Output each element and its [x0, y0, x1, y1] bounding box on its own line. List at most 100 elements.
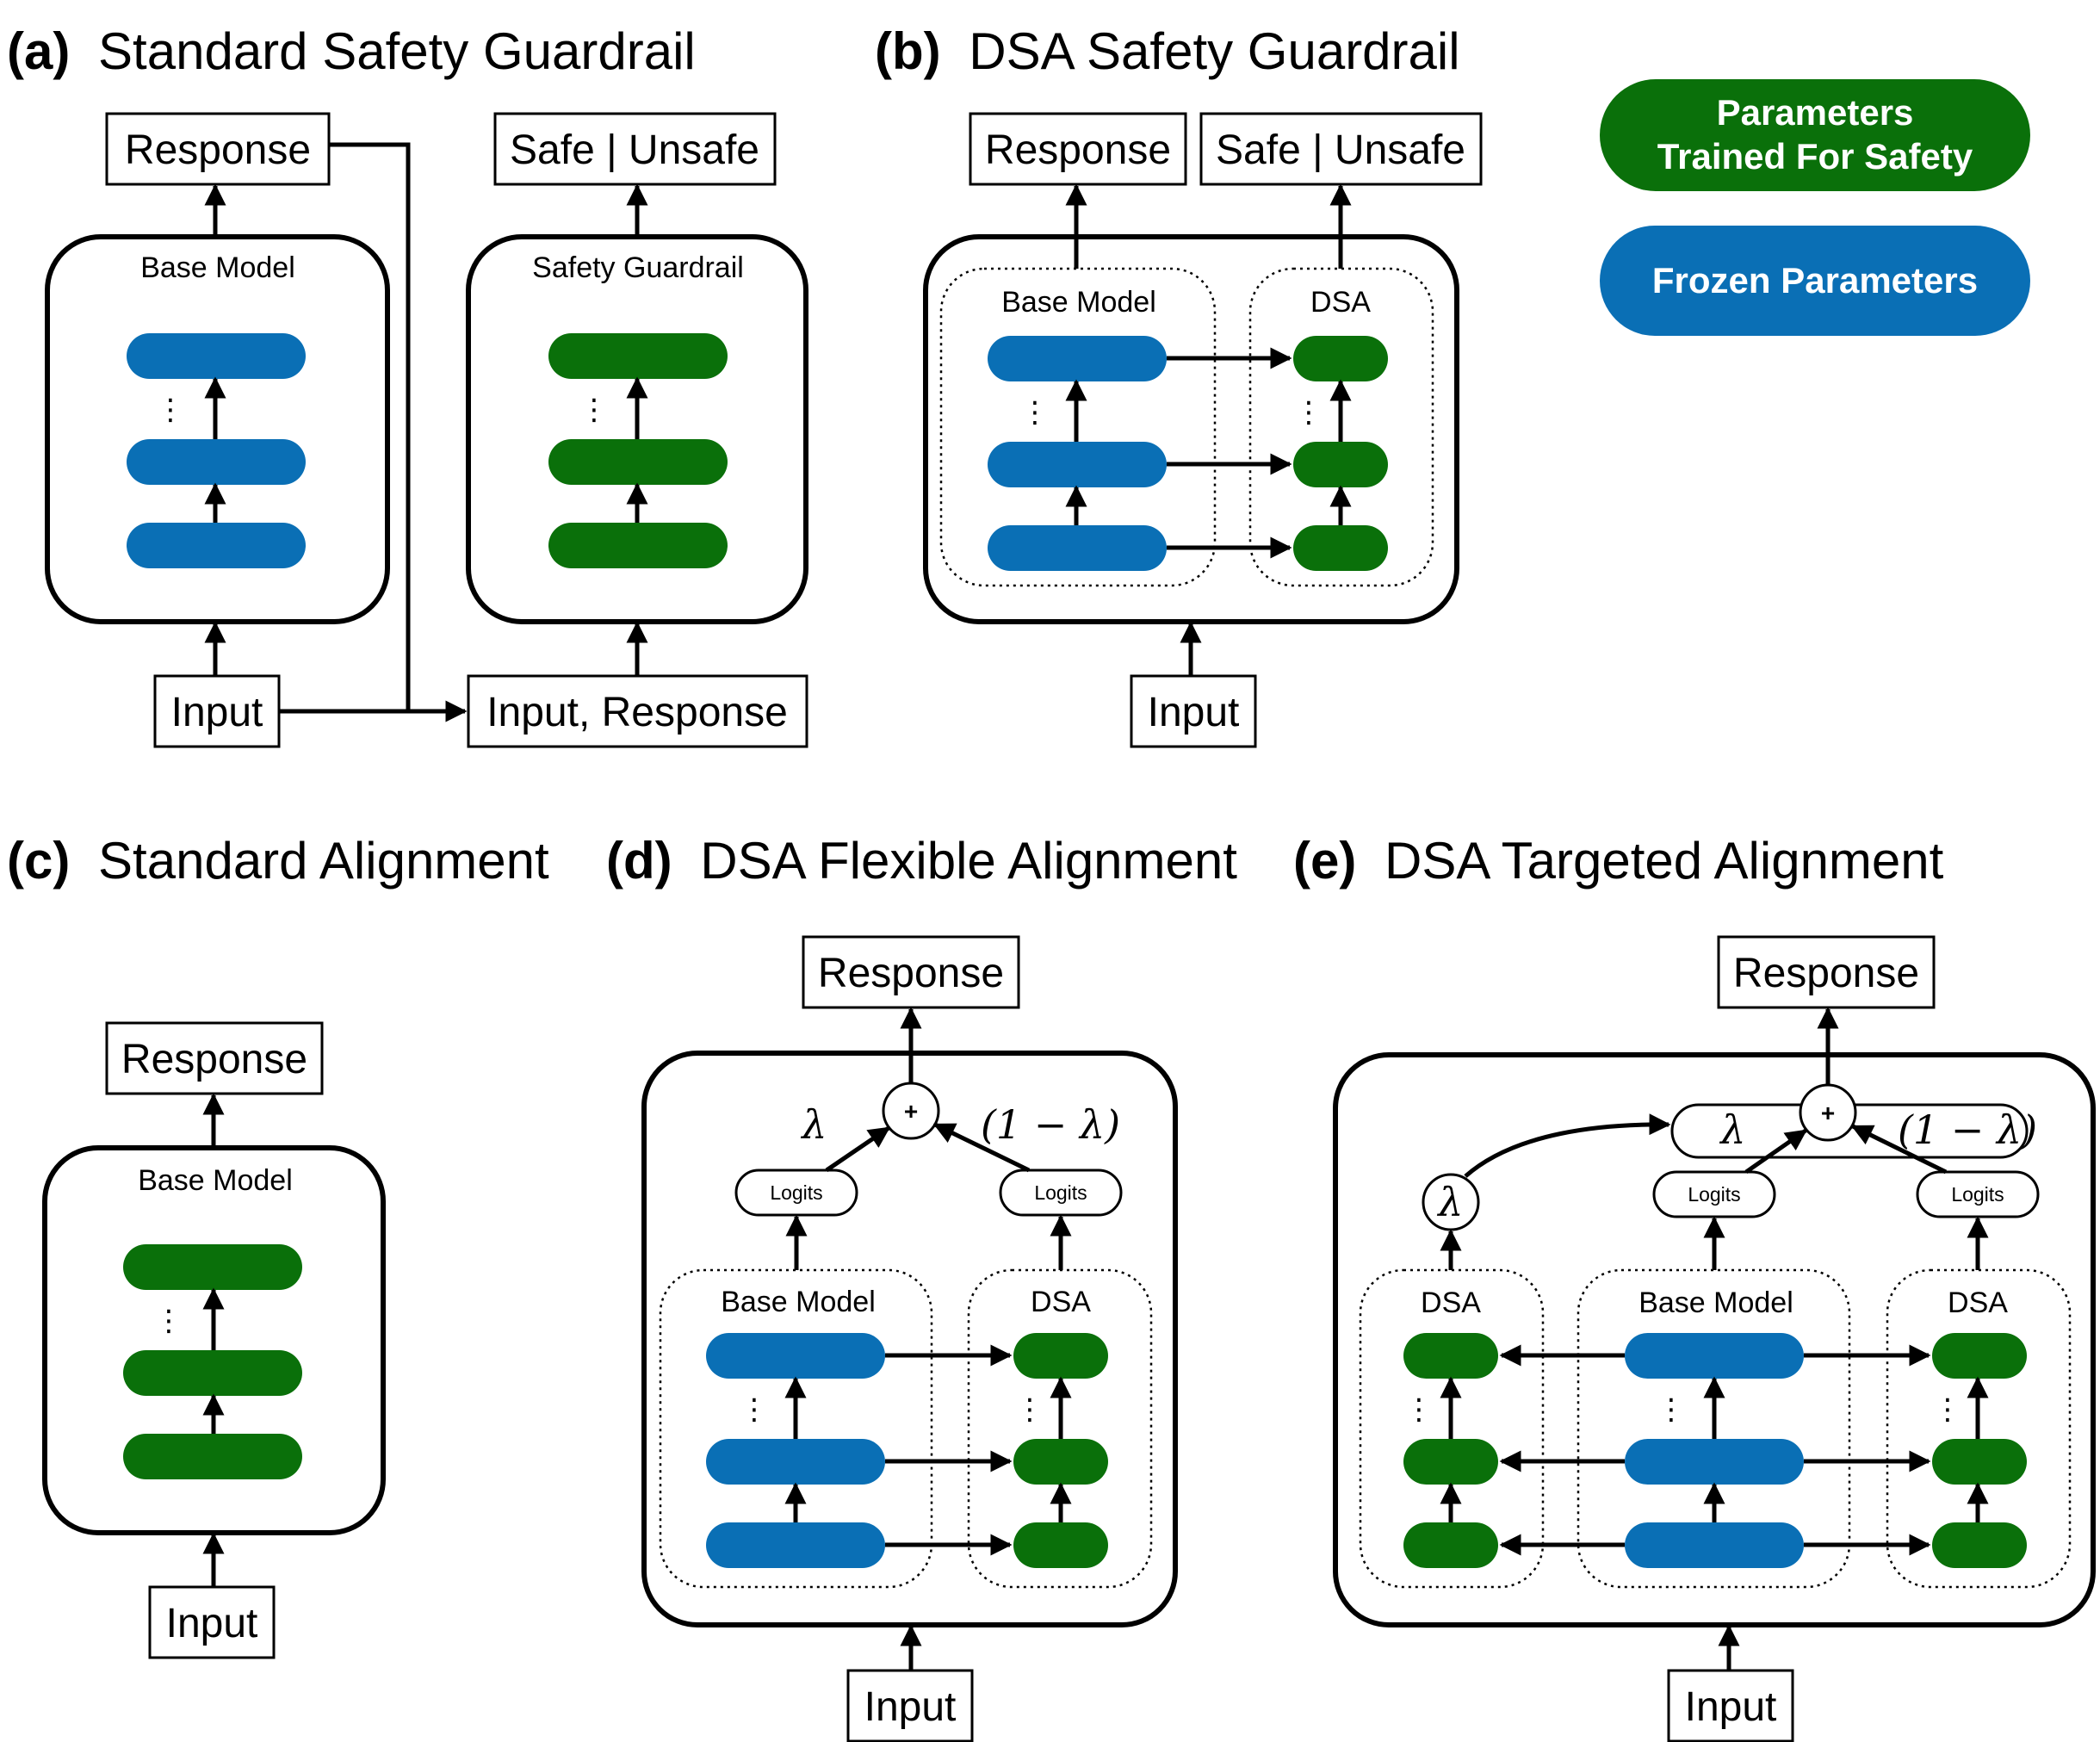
panel-e-left-dsa-vdots: ⋮	[1404, 1393, 1434, 1426]
panel-b-dsa-layer-mid	[1293, 442, 1388, 487]
panel-b-frozen-layer-top	[988, 336, 1167, 381]
panel-c-letter: (c)	[7, 832, 70, 890]
panel-a-trained-layer-mid	[548, 439, 728, 485]
panel-b-frozen-layer-bottom	[988, 525, 1167, 571]
panel-d-dsa-flexible-alignment: (d) DSA Flexible Alignment Response + λ …	[606, 832, 1237, 1742]
panel-d-lambda-weight: λ	[800, 1101, 827, 1148]
panel-a-response-label: Response	[125, 127, 311, 173]
panel-e-left-dsa-label: DSA	[1421, 1286, 1481, 1319]
panel-e-lambda-predictor-label: λ	[1436, 1179, 1463, 1225]
panel-c-input-label: Input	[166, 1601, 258, 1646]
panel-e-input-label: Input	[1685, 1684, 1777, 1730]
panel-d-frozen-layer-bottom	[706, 1522, 885, 1568]
panel-c-trained-layer-bottom	[123, 1434, 302, 1479]
panel-e-title-text: DSA Targeted Alignment	[1385, 832, 1944, 890]
panel-a-input-label: Input	[171, 690, 263, 735]
legend-frozen-swatch	[1600, 226, 2030, 336]
panel-e-left-dsa-layer-mid	[1403, 1439, 1498, 1485]
panel-e-base-model-label: Base Model	[1638, 1286, 1793, 1319]
panel-e-frozen-layer-mid	[1625, 1439, 1804, 1485]
panel-a-title: (a) Standard Safety Guardrail	[7, 22, 696, 80]
legend-frozen-label: Frozen Parameters	[1652, 260, 1978, 301]
panel-e-frozen-layer-bottom	[1625, 1522, 1804, 1568]
panel-d-dsa-layer-mid	[1013, 1439, 1108, 1485]
panel-a-safe-unsafe-label: Safe | Unsafe	[510, 127, 759, 173]
panel-a-frozen-layer-top	[127, 333, 306, 379]
panel-c-trained-layer-mid	[123, 1350, 302, 1396]
panel-a-standard-safety-guardrail: (a) Standard Safety Guardrail Response S…	[7, 22, 808, 748]
panel-d-dsa-layer-top	[1013, 1333, 1108, 1379]
panel-d-base-logits-label: Logits	[770, 1181, 822, 1204]
panel-a-base-vdots: ⋮	[156, 394, 185, 426]
panel-a-title-text: Standard Safety Guardrail	[98, 22, 696, 80]
legend-trained-swatch	[1600, 79, 2030, 191]
panel-e-lambda-curve	[1464, 1113, 1671, 1178]
panel-d-frozen-layer-top	[706, 1333, 885, 1379]
panel-a-frozen-layer-mid	[127, 439, 306, 485]
panel-d-one-minus-lambda-weight: (1 − λ)	[981, 1101, 1120, 1148]
panel-b-dsa-layer-top	[1293, 336, 1388, 381]
panel-a-base-model-label: Base Model	[140, 251, 295, 284]
legend-trained-label-line2: Trained For Safety	[1657, 136, 1973, 177]
panel-d-base-model-label: Base Model	[721, 1286, 876, 1318]
panel-d-title-text: DSA Flexible Alignment	[700, 832, 1237, 890]
panel-b-dsa-safety-guardrail: (b) DSA Safety Guardrail Response Safe |…	[875, 22, 1483, 748]
panel-a-trained-layer-top	[548, 333, 728, 379]
panel-b-input-box	[1130, 674, 1257, 748]
panel-d-input-box	[846, 1669, 974, 1742]
panel-e-right-dsa-layer-top	[1932, 1333, 2027, 1379]
panel-b-title: (b) DSA Safety Guardrail	[875, 22, 1460, 80]
panel-e-arrow	[1850, 1124, 1948, 1175]
panel-c-response-box	[105, 1021, 324, 1095]
panel-c-standard-alignment: (c) Standard Alignment Response Base Mod…	[7, 832, 549, 1659]
panel-b-input-label: Input	[1148, 690, 1240, 735]
panel-b-base-model-group	[939, 267, 1217, 587]
panel-e-base-logits-label: Logits	[1688, 1183, 1740, 1206]
panel-d-dsa-layer-bottom	[1013, 1522, 1108, 1568]
panel-e-right-dsa-layer-bottom	[1932, 1522, 2027, 1568]
panel-d-frozen-layer-mid	[706, 1439, 885, 1485]
panel-a-safety-guardrail-label: Safety Guardrail	[532, 251, 744, 284]
panel-b-title-text: DSA Safety Guardrail	[969, 22, 1459, 80]
panel-d-response-box	[802, 935, 1020, 1009]
panel-e-response-box	[1717, 935, 1936, 1009]
legend: Parameters Trained For Safety Frozen Par…	[1600, 79, 2030, 336]
panel-e-base-vdots: ⋮	[1657, 1393, 1686, 1426]
panel-a-response-box	[105, 112, 331, 186]
panel-b-letter: (b)	[875, 22, 941, 80]
panel-c-response-label: Response	[121, 1037, 307, 1082]
panel-e-lambda-weight: λ	[1719, 1107, 1745, 1153]
panel-c-input-box	[148, 1585, 276, 1659]
panel-c-base-model-label: Base Model	[138, 1164, 293, 1197]
panel-a-trained-layer-bottom	[548, 523, 728, 568]
panel-d-dsa-vdots: ⋮	[1015, 1393, 1044, 1426]
panel-e-outer-container	[1333, 1052, 2096, 1627]
panel-b-dsa-label: DSA	[1310, 286, 1371, 319]
panel-e-one-minus-lambda-weight: (1 − λ)	[1898, 1107, 2037, 1153]
panel-b-response-label: Response	[985, 127, 1171, 173]
panel-d-response-label: Response	[818, 951, 1004, 996]
panel-a-safe-unsafe-box	[493, 112, 777, 186]
panel-d-arrow	[932, 1122, 1031, 1173]
panel-a-frozen-layer-bottom	[127, 523, 306, 568]
panel-e-title: (e) DSA Targeted Alignment	[1293, 832, 1944, 890]
panel-d-base-vdots: ⋮	[740, 1393, 769, 1426]
panel-a-response-route	[329, 142, 411, 711]
legend-trained-label-line1: Parameters	[1717, 92, 1914, 133]
panel-e-left-dsa-layer-top	[1403, 1333, 1498, 1379]
panel-d-title: (d) DSA Flexible Alignment	[606, 832, 1237, 890]
panel-c-title-text: Standard Alignment	[98, 832, 549, 890]
panel-d-sum-symbol: +	[904, 1098, 918, 1125]
panel-b-base-vdots: ⋮	[1020, 396, 1050, 429]
panel-a-input-response-label: Input, Response	[486, 690, 788, 735]
panel-b-dsa-layer-bottom	[1293, 525, 1388, 571]
panel-d-arrow	[825, 1125, 891, 1173]
panel-a-letter: (a)	[7, 22, 70, 80]
panel-b-safe-unsafe-label: Safe | Unsafe	[1216, 127, 1465, 173]
panel-e-letter: (e)	[1293, 832, 1356, 890]
panel-c-trained-layer-top	[123, 1244, 302, 1290]
panel-c-title: (c) Standard Alignment	[7, 832, 549, 890]
panel-e-left-dsa-layer-bottom	[1403, 1522, 1498, 1568]
panel-e-response-label: Response	[1733, 951, 1919, 996]
